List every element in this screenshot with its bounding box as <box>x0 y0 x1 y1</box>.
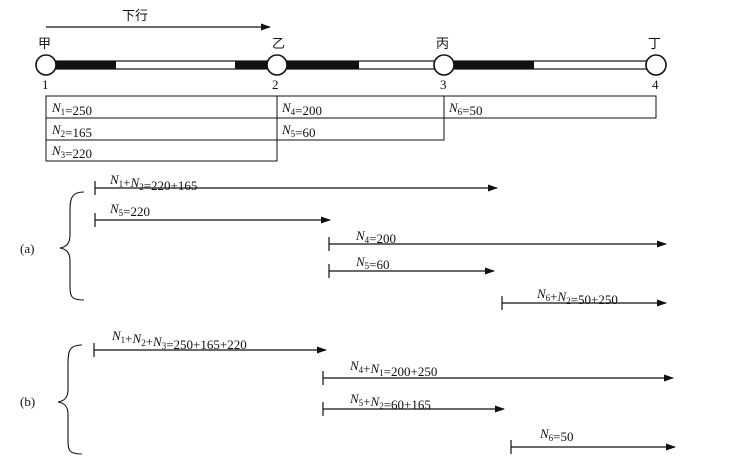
flow-arrow: N5=60 <box>328 254 495 278</box>
direction-label: 下行 <box>122 9 148 24</box>
station-1: 甲 1 <box>35 37 57 92</box>
scheme-a-brace <box>59 191 85 301</box>
station-4: 丁 4 <box>645 37 667 92</box>
station-marker <box>433 54 455 76</box>
station-name: 甲 <box>38 37 51 52</box>
station-number: 2 <box>272 77 279 92</box>
flow-arrow: N5=220 <box>94 201 331 227</box>
flow-label: N5=60 <box>281 122 316 140</box>
flow-cell <box>276 117 445 141</box>
flow-arrow: N1+N2+N3=250+165+220 <box>93 328 327 357</box>
station-number: 3 <box>440 77 447 92</box>
flow-arrow: N1+N2=220+165 <box>94 172 498 195</box>
flow-arrow: N6=50 <box>510 426 676 454</box>
flow-arrow-label: N6=50 <box>539 426 574 444</box>
station-name: 丙 <box>436 37 449 52</box>
rail-segment-dark <box>235 61 277 69</box>
station-name: 丁 <box>648 37 661 52</box>
flow-cell <box>45 139 278 162</box>
station-name: 乙 <box>272 37 285 52</box>
flow-arrow-label: N6+N2=50+250 <box>536 286 618 307</box>
flow-label: N3=220 <box>51 143 92 161</box>
flow-arrow-label: N4+N1=200+250 <box>349 358 437 379</box>
station-marker <box>645 54 667 76</box>
rail-segment-dark <box>277 61 359 69</box>
station-3: 丙 3 <box>433 37 455 92</box>
flow-arrow-label: N5+N2=60+165 <box>349 391 431 412</box>
station-number: 4 <box>652 77 659 92</box>
flow-label: N1=250 <box>51 100 92 118</box>
flow-arrow-label: N5=220 <box>109 201 150 219</box>
rail-segment-dark <box>444 61 534 69</box>
flow-arrow-label: N1+N2+N3=250+165+220 <box>111 328 247 352</box>
flow-arrow: N4+N1=200+250 <box>322 358 674 385</box>
flow-arrow: N5+N2=60+165 <box>322 391 505 416</box>
direction-indicator: 下行 <box>46 9 271 31</box>
station-marker <box>266 54 288 76</box>
flow-arrow: N4=200 <box>328 228 667 251</box>
flow-arrow-label: N4=200 <box>355 228 396 246</box>
flow-arrow-label: N5=60 <box>355 254 390 272</box>
flow-arrow-label: N1+N2=220+165 <box>109 172 197 193</box>
station-2: 乙 2 <box>266 37 288 92</box>
scheme-b-label: (b) <box>20 394 35 409</box>
flow-cell <box>443 95 657 119</box>
scheme-b-brace <box>57 344 83 455</box>
scheme-a: (a) N1+N2=220+165 N5=220 N4=200 N5=60 N6… <box>20 172 667 310</box>
station-number: 1 <box>42 77 49 92</box>
flow-label: N6=50 <box>448 100 483 118</box>
flow-arrow: N6+N2=50+250 <box>501 286 667 310</box>
rail-line <box>45 60 657 70</box>
flow-label: N2=165 <box>51 122 92 140</box>
scheme-b: (b) N1+N2+N3=250+165+220 N4+N1=200+250 N… <box>20 328 676 455</box>
scheme-a-label: (a) <box>20 241 34 256</box>
flow-table: N1=250 N2=165 N3=220 N4=200 N5=60 N6=50 <box>45 95 657 162</box>
flow-label: N4=200 <box>281 100 322 118</box>
station-marker <box>35 54 57 76</box>
rail-segment-dark <box>46 61 116 69</box>
